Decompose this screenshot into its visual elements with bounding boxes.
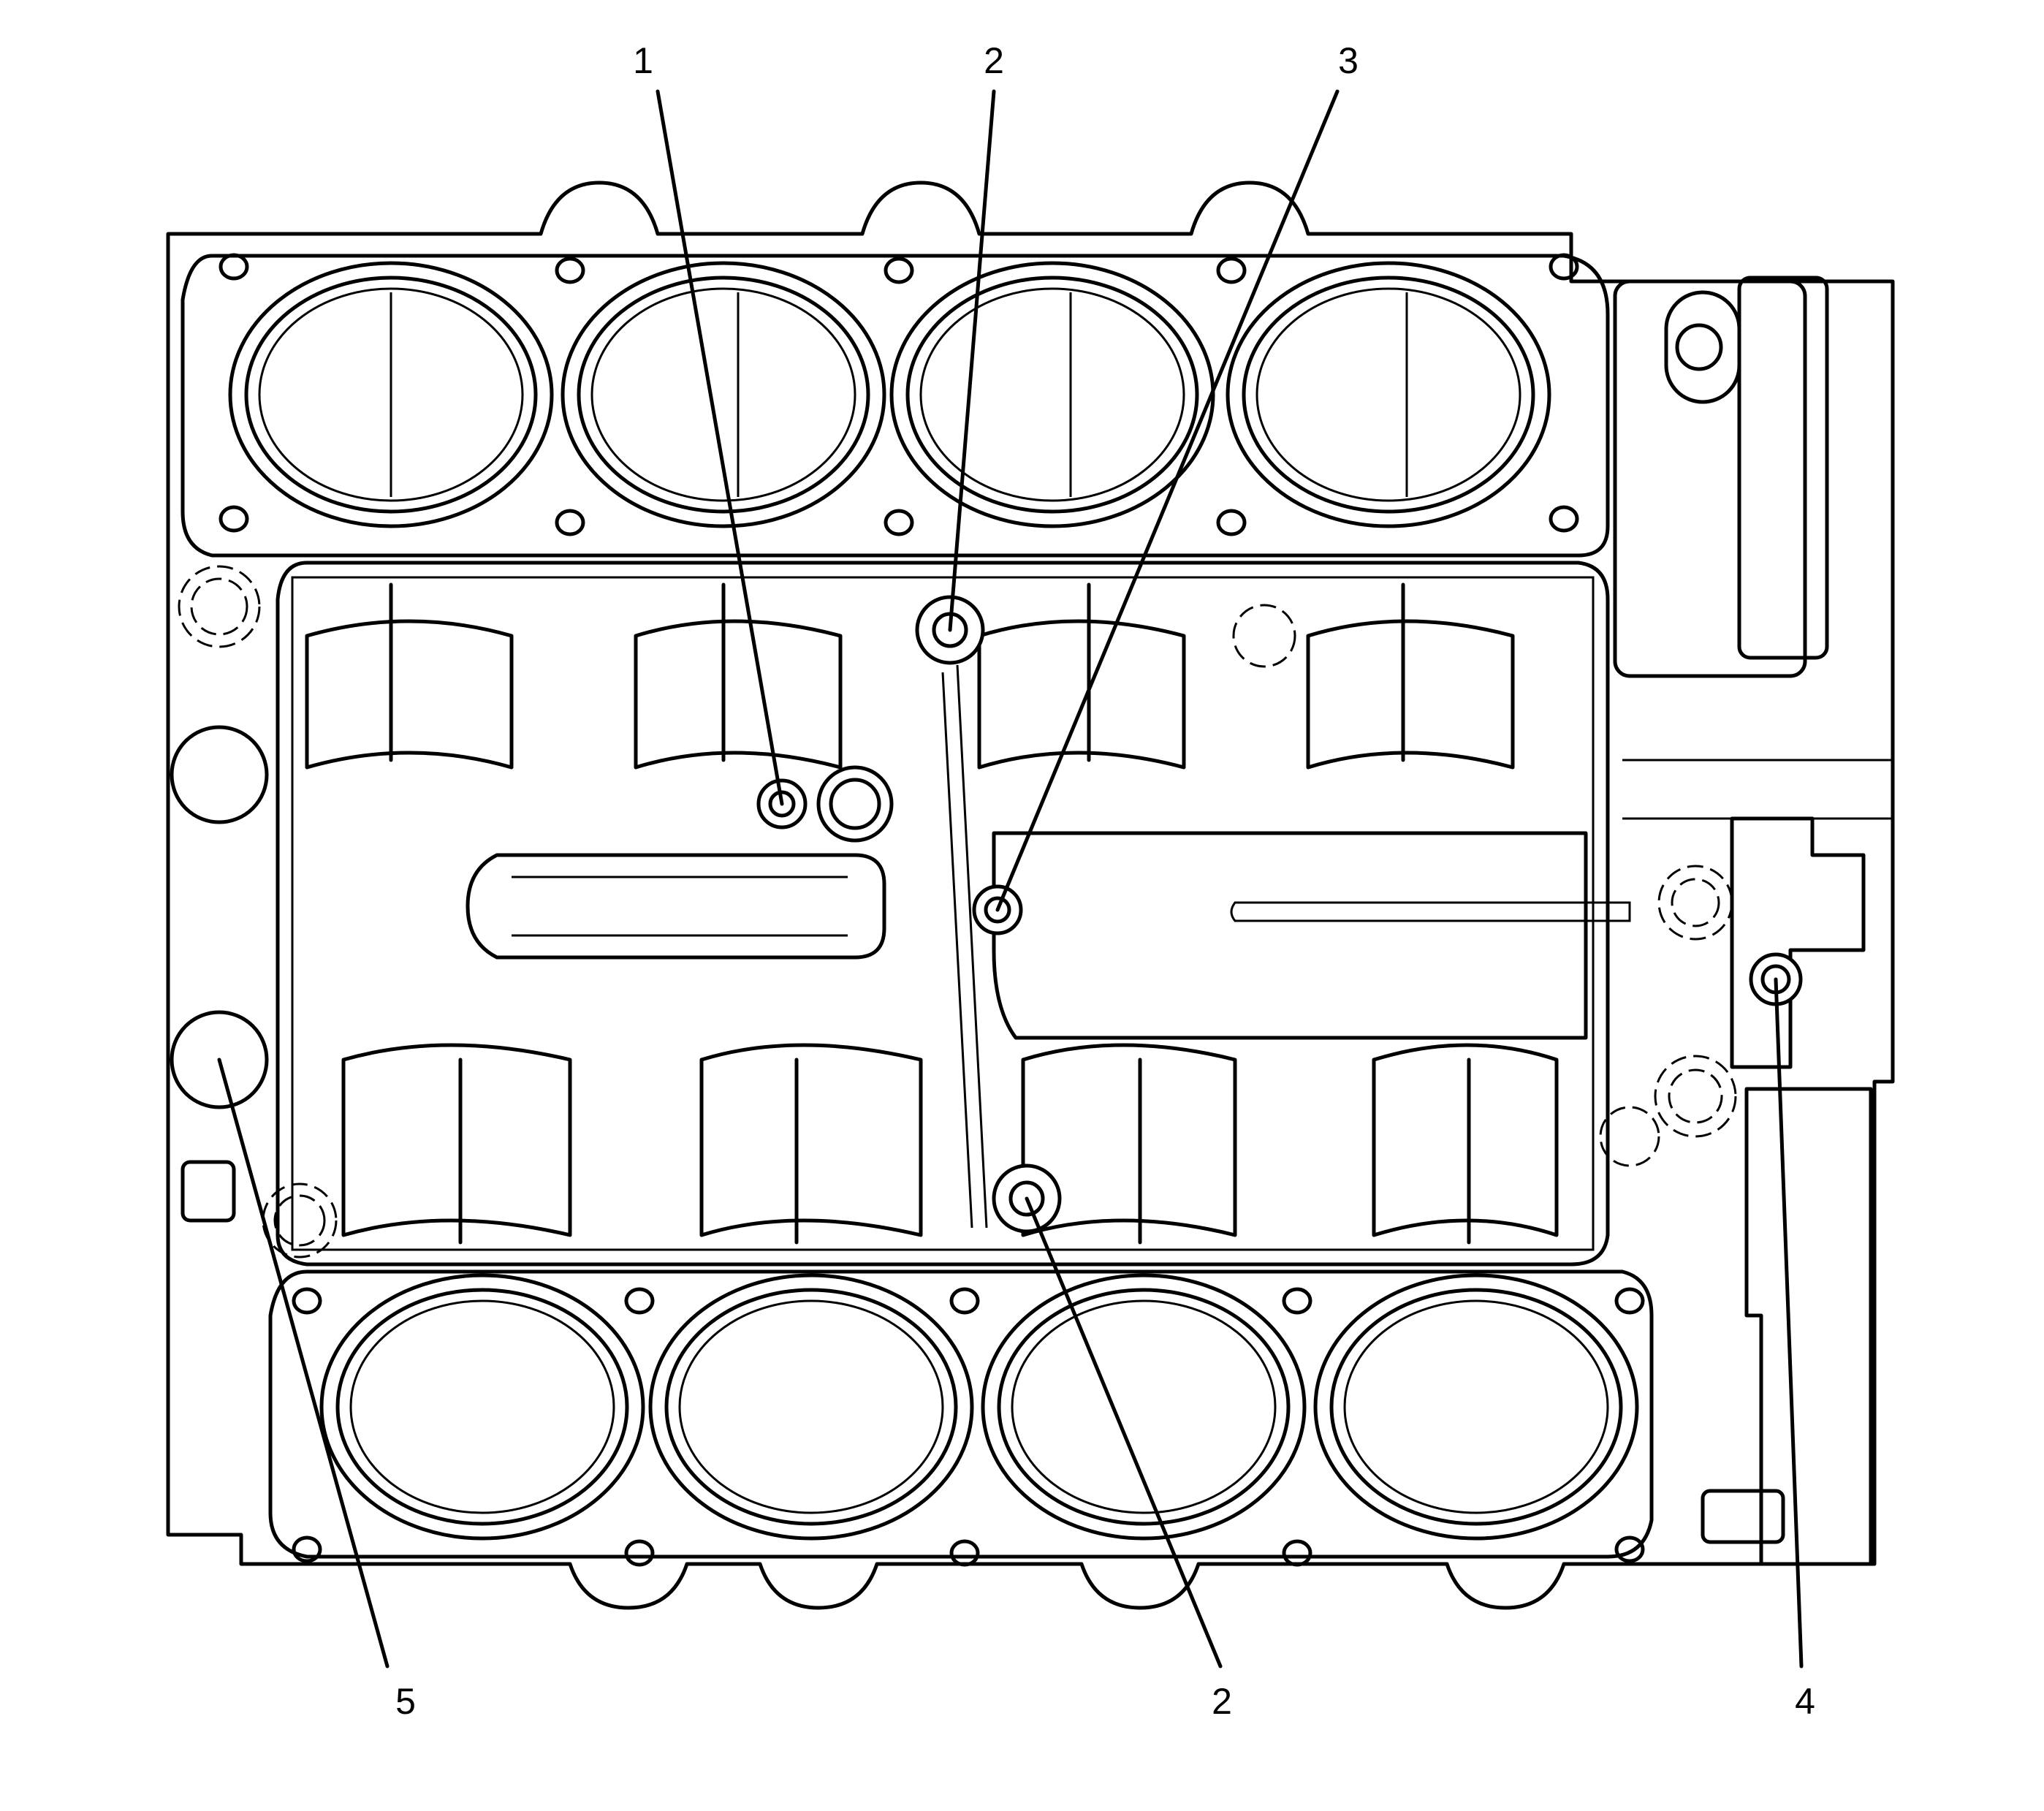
- leader-5: [217, 1058, 390, 1668]
- lower-bore-1: [319, 1273, 645, 1541]
- leader-2a: [948, 89, 996, 632]
- side-plug-upper: [170, 725, 269, 824]
- upper-bore-3: [889, 261, 1215, 528]
- callout-label-4: 4: [1795, 1681, 1815, 1722]
- side-plug-lower: [170, 1010, 269, 1109]
- crankcase-webs-lower: [341, 1043, 1559, 1245]
- lower-bore-3: [981, 1273, 1307, 1541]
- lower-head-deck: [268, 1269, 1654, 1559]
- leader-3: [995, 89, 1340, 912]
- upper-bolt-holes: [219, 253, 1579, 536]
- leader-2b: [1025, 1196, 1223, 1668]
- callout-leaders: [217, 89, 1804, 1668]
- callout-label-3: 3: [1338, 40, 1359, 81]
- dashed-features: [178, 565, 1737, 1258]
- leader-1: [656, 89, 784, 806]
- valley-outline: [276, 561, 1610, 1267]
- oil-passages: [756, 595, 1803, 1234]
- lower-bore-2: [648, 1273, 974, 1541]
- upper-bore-2: [561, 261, 886, 528]
- upper-bore-4: [1226, 261, 1551, 528]
- lower-bore-4: [1313, 1273, 1639, 1541]
- callout-label-5: 5: [395, 1681, 416, 1722]
- engine-block-outline: [166, 181, 1895, 1610]
- callout-label-2-bottom: 2: [1212, 1681, 1232, 1722]
- left-oil-gallery: [466, 853, 886, 960]
- leader-4: [1774, 977, 1804, 1668]
- callout-label-1: 1: [633, 40, 653, 81]
- crankcase-webs-upper: [305, 582, 1515, 770]
- callout-label-2-top: 2: [984, 40, 1004, 81]
- upper-bores: [228, 261, 1551, 528]
- right-accessory-region: [1613, 276, 1893, 1566]
- lower-bores: [319, 1273, 1639, 1541]
- lower-bolt-holes: [292, 1287, 1645, 1567]
- upper-head-deck: [181, 254, 1610, 558]
- upper-bore-1: [228, 261, 554, 528]
- right-oil-gallery: [992, 831, 1588, 1040]
- callout-labels: 1 2 3 2 4 5: [395, 40, 1815, 1722]
